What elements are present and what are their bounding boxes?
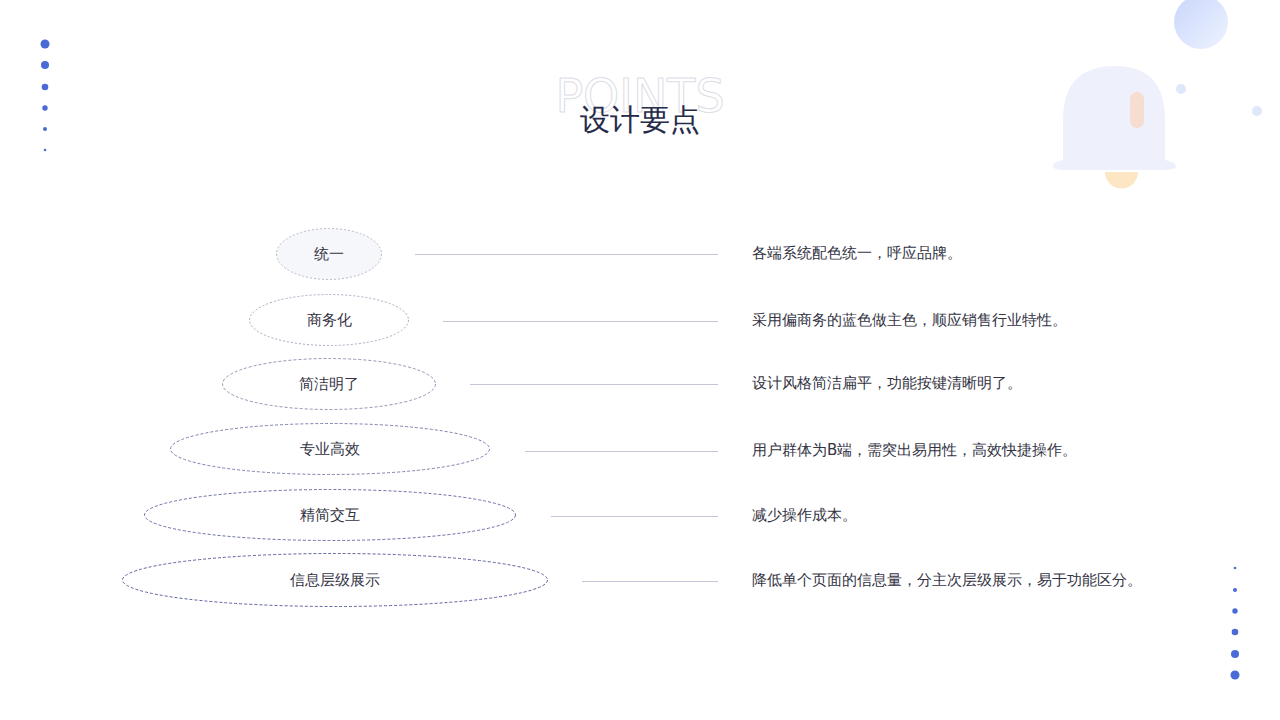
description: 采用偏商务的蓝色做主色，顺应销售行业特性。 xyxy=(752,311,1067,329)
node-label: 统一 xyxy=(314,245,344,264)
ellipse-shape xyxy=(223,359,436,410)
node-label: 简洁明了 xyxy=(299,375,359,394)
ellipse-shape xyxy=(123,554,548,607)
node-label: 商务化 xyxy=(307,311,352,330)
description: 用户群体为B端，需突出易用性，高效快捷操作。 xyxy=(752,441,1077,459)
ellipse-node: 统一 xyxy=(276,228,382,280)
dot-column xyxy=(41,40,50,152)
ellipse-shape xyxy=(277,229,382,280)
ellipse-node: 简洁明了 xyxy=(222,358,436,410)
ellipse-node: 信息层级展示 xyxy=(122,553,548,607)
title: 设计要点 xyxy=(580,102,700,138)
node-label: 精简交互 xyxy=(300,506,360,525)
node-label: 信息层级展示 xyxy=(290,571,380,590)
ellipse-shape xyxy=(171,424,490,475)
ellipse-node: 专业高效 xyxy=(170,423,490,475)
ellipse-node: 精简交互 xyxy=(144,489,516,541)
bell-illustration xyxy=(1053,0,1262,189)
description: 各端系统配色统一，呼应品牌。 xyxy=(752,244,962,262)
leader-line xyxy=(415,255,718,582)
ellipse-shape xyxy=(145,490,516,541)
description: 设计风格简洁扁平，功能按键清晰明了。 xyxy=(752,374,1022,392)
ellipse-node: 商务化 xyxy=(249,294,409,346)
node-label: 专业高效 xyxy=(300,440,360,459)
ellipse-shape xyxy=(250,295,409,346)
description: 减少操作成本。 xyxy=(752,506,857,524)
dot-column xyxy=(1231,567,1240,680)
description: 降低单个页面的信息量，分主次层级展示，易于功能区分。 xyxy=(752,571,1142,589)
